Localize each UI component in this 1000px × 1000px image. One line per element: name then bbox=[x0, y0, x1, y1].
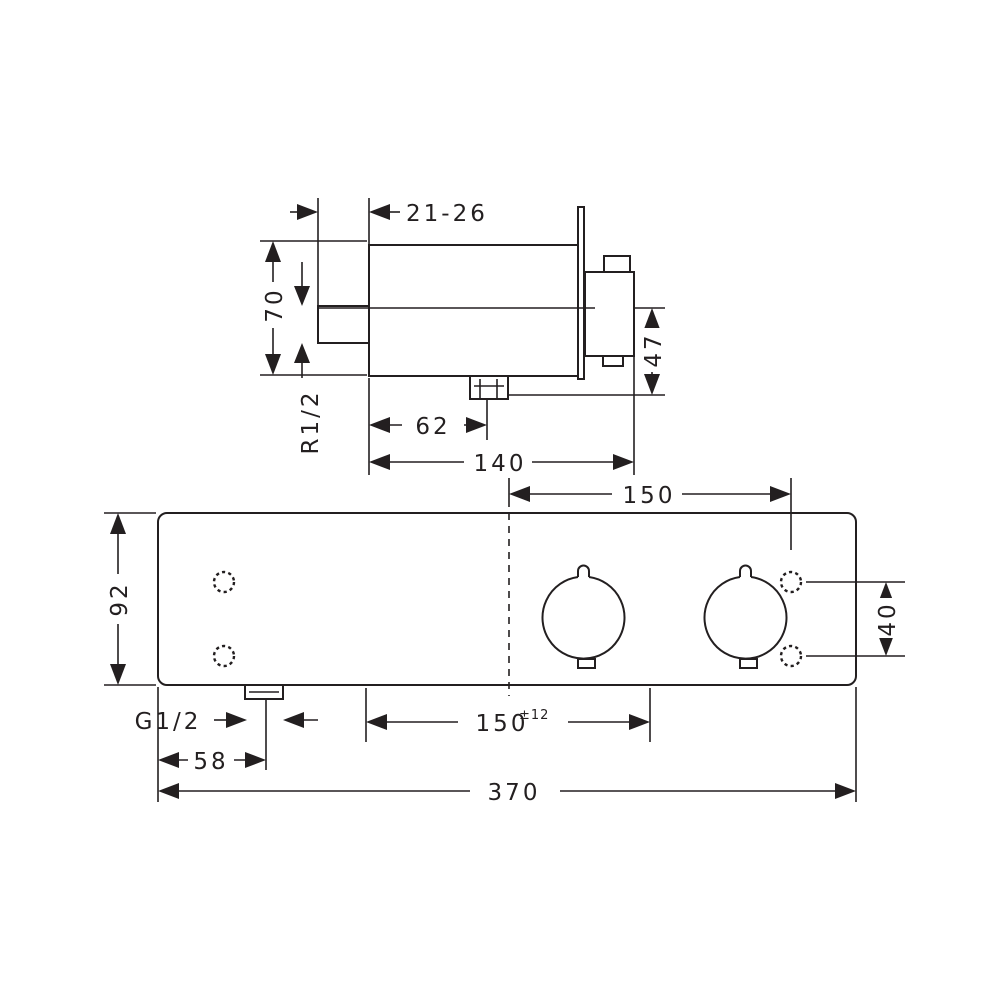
dim-inlet-offset: 58 bbox=[193, 749, 228, 775]
front-plate bbox=[157, 512, 857, 686]
dim-height-front: 92 bbox=[107, 581, 133, 616]
dim-thread-outlet: R1/2 bbox=[298, 390, 324, 455]
dim-connection-spacing: 150 bbox=[476, 711, 529, 737]
front-view: 150 92 40 G1/2 58 150 ±12 bbox=[104, 478, 905, 806]
handle-left bbox=[541, 564, 626, 669]
dim-connection-tolerance: ±12 bbox=[519, 708, 549, 723]
dim-outlet-offset: 62 bbox=[415, 414, 450, 440]
mount-hole-left-top bbox=[212, 570, 236, 594]
mount-hole-right-bottom bbox=[779, 644, 803, 668]
mount-hole-left-bottom bbox=[212, 644, 236, 668]
side-spindle bbox=[317, 305, 370, 344]
dim-mount-spacing: 40 bbox=[875, 601, 901, 636]
dim-outlet-height: 47 bbox=[641, 332, 667, 367]
dim-screw-depth: 21-26 bbox=[406, 201, 488, 227]
side-body bbox=[368, 244, 579, 377]
side-wall-plate bbox=[577, 206, 585, 380]
dim-depth-total: 140 bbox=[474, 451, 527, 477]
handle-right bbox=[703, 564, 788, 669]
side-view: 70 R1/2 21-26 47 62 140 bbox=[260, 198, 667, 477]
side-outlet bbox=[469, 375, 509, 400]
dim-inlet-thread: G1/2 bbox=[135, 709, 202, 735]
dim-width-total: 370 bbox=[488, 780, 541, 806]
dim-handle-spacing: 150 bbox=[623, 483, 676, 509]
dim-height-side: 70 bbox=[262, 287, 288, 322]
mount-hole-right-top bbox=[779, 570, 803, 594]
side-handle bbox=[584, 271, 635, 357]
